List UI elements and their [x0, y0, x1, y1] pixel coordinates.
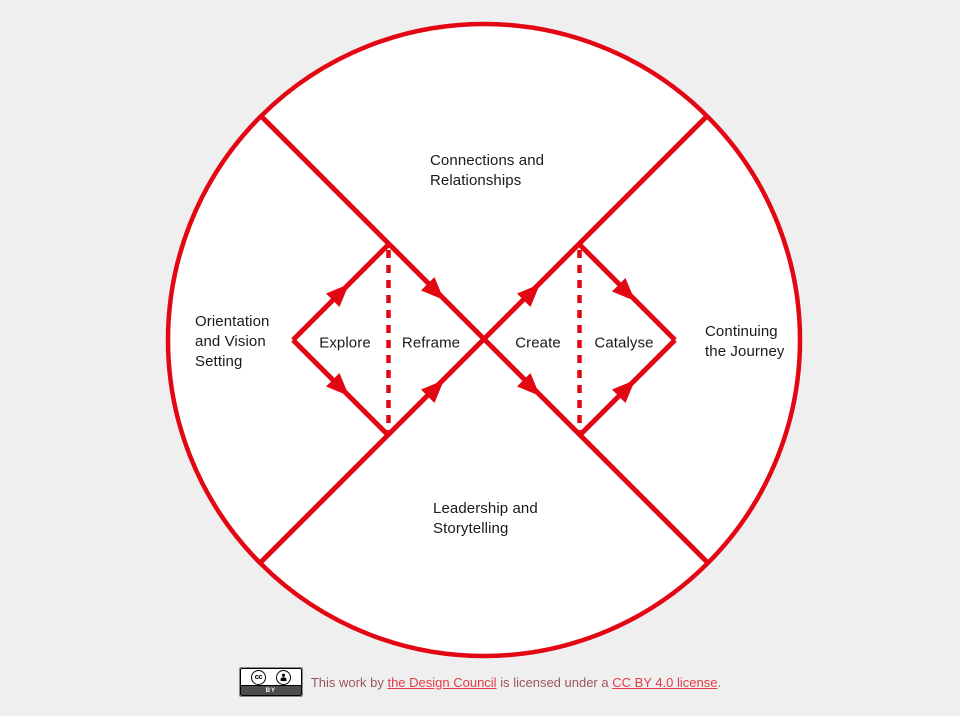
cc-by-badge[interactable]: cc BY [238, 667, 303, 697]
label-connections-and-relationships: Connections and Relationships [430, 152, 545, 189]
license-text-suffix: . [717, 674, 722, 690]
phase-label-reframe: Reframe [401, 334, 461, 352]
arrowhead-icon [517, 373, 540, 396]
license-text-middle: is licensed under a [500, 674, 609, 690]
license-bar: cc BY This work by the Design Council is… [0, 667, 960, 697]
phase-label-explore: Explore [319, 334, 371, 352]
label-orientation-and-vision-setting: Orientation and Vision Setting [195, 313, 270, 370]
arrowhead-icon [612, 380, 635, 403]
systemic-design-diagram [165, 21, 803, 659]
cc-license-link[interactable]: CC BY 4.0 license [612, 674, 718, 690]
arrowhead-icon [612, 278, 635, 301]
design-council-link[interactable]: the Design Council [387, 674, 497, 690]
label-leadership-and-storytelling: Leadership and Storytelling [433, 500, 538, 537]
diagonal-line-topright-bottomleft [258, 113, 710, 565]
arrowhead-icon [421, 380, 444, 403]
arrowhead-icon [517, 284, 540, 307]
label-continuing-the-journey: Continuing the Journey [705, 323, 785, 360]
badge-by-label: BY [239, 685, 302, 696]
license-text: This work by the Design Council is licen… [311, 675, 721, 690]
attribution-person-icon [275, 669, 291, 685]
phase-label-create: Create [515, 334, 561, 352]
cc-logo-icon: cc [250, 669, 266, 685]
phase-label-catalyse: Catalyse [594, 334, 654, 352]
arrowhead-icon [326, 373, 349, 396]
arrowhead-icon [421, 277, 444, 300]
license-text-prefix: This work by [310, 674, 384, 690]
arrowhead-icon [326, 284, 349, 307]
